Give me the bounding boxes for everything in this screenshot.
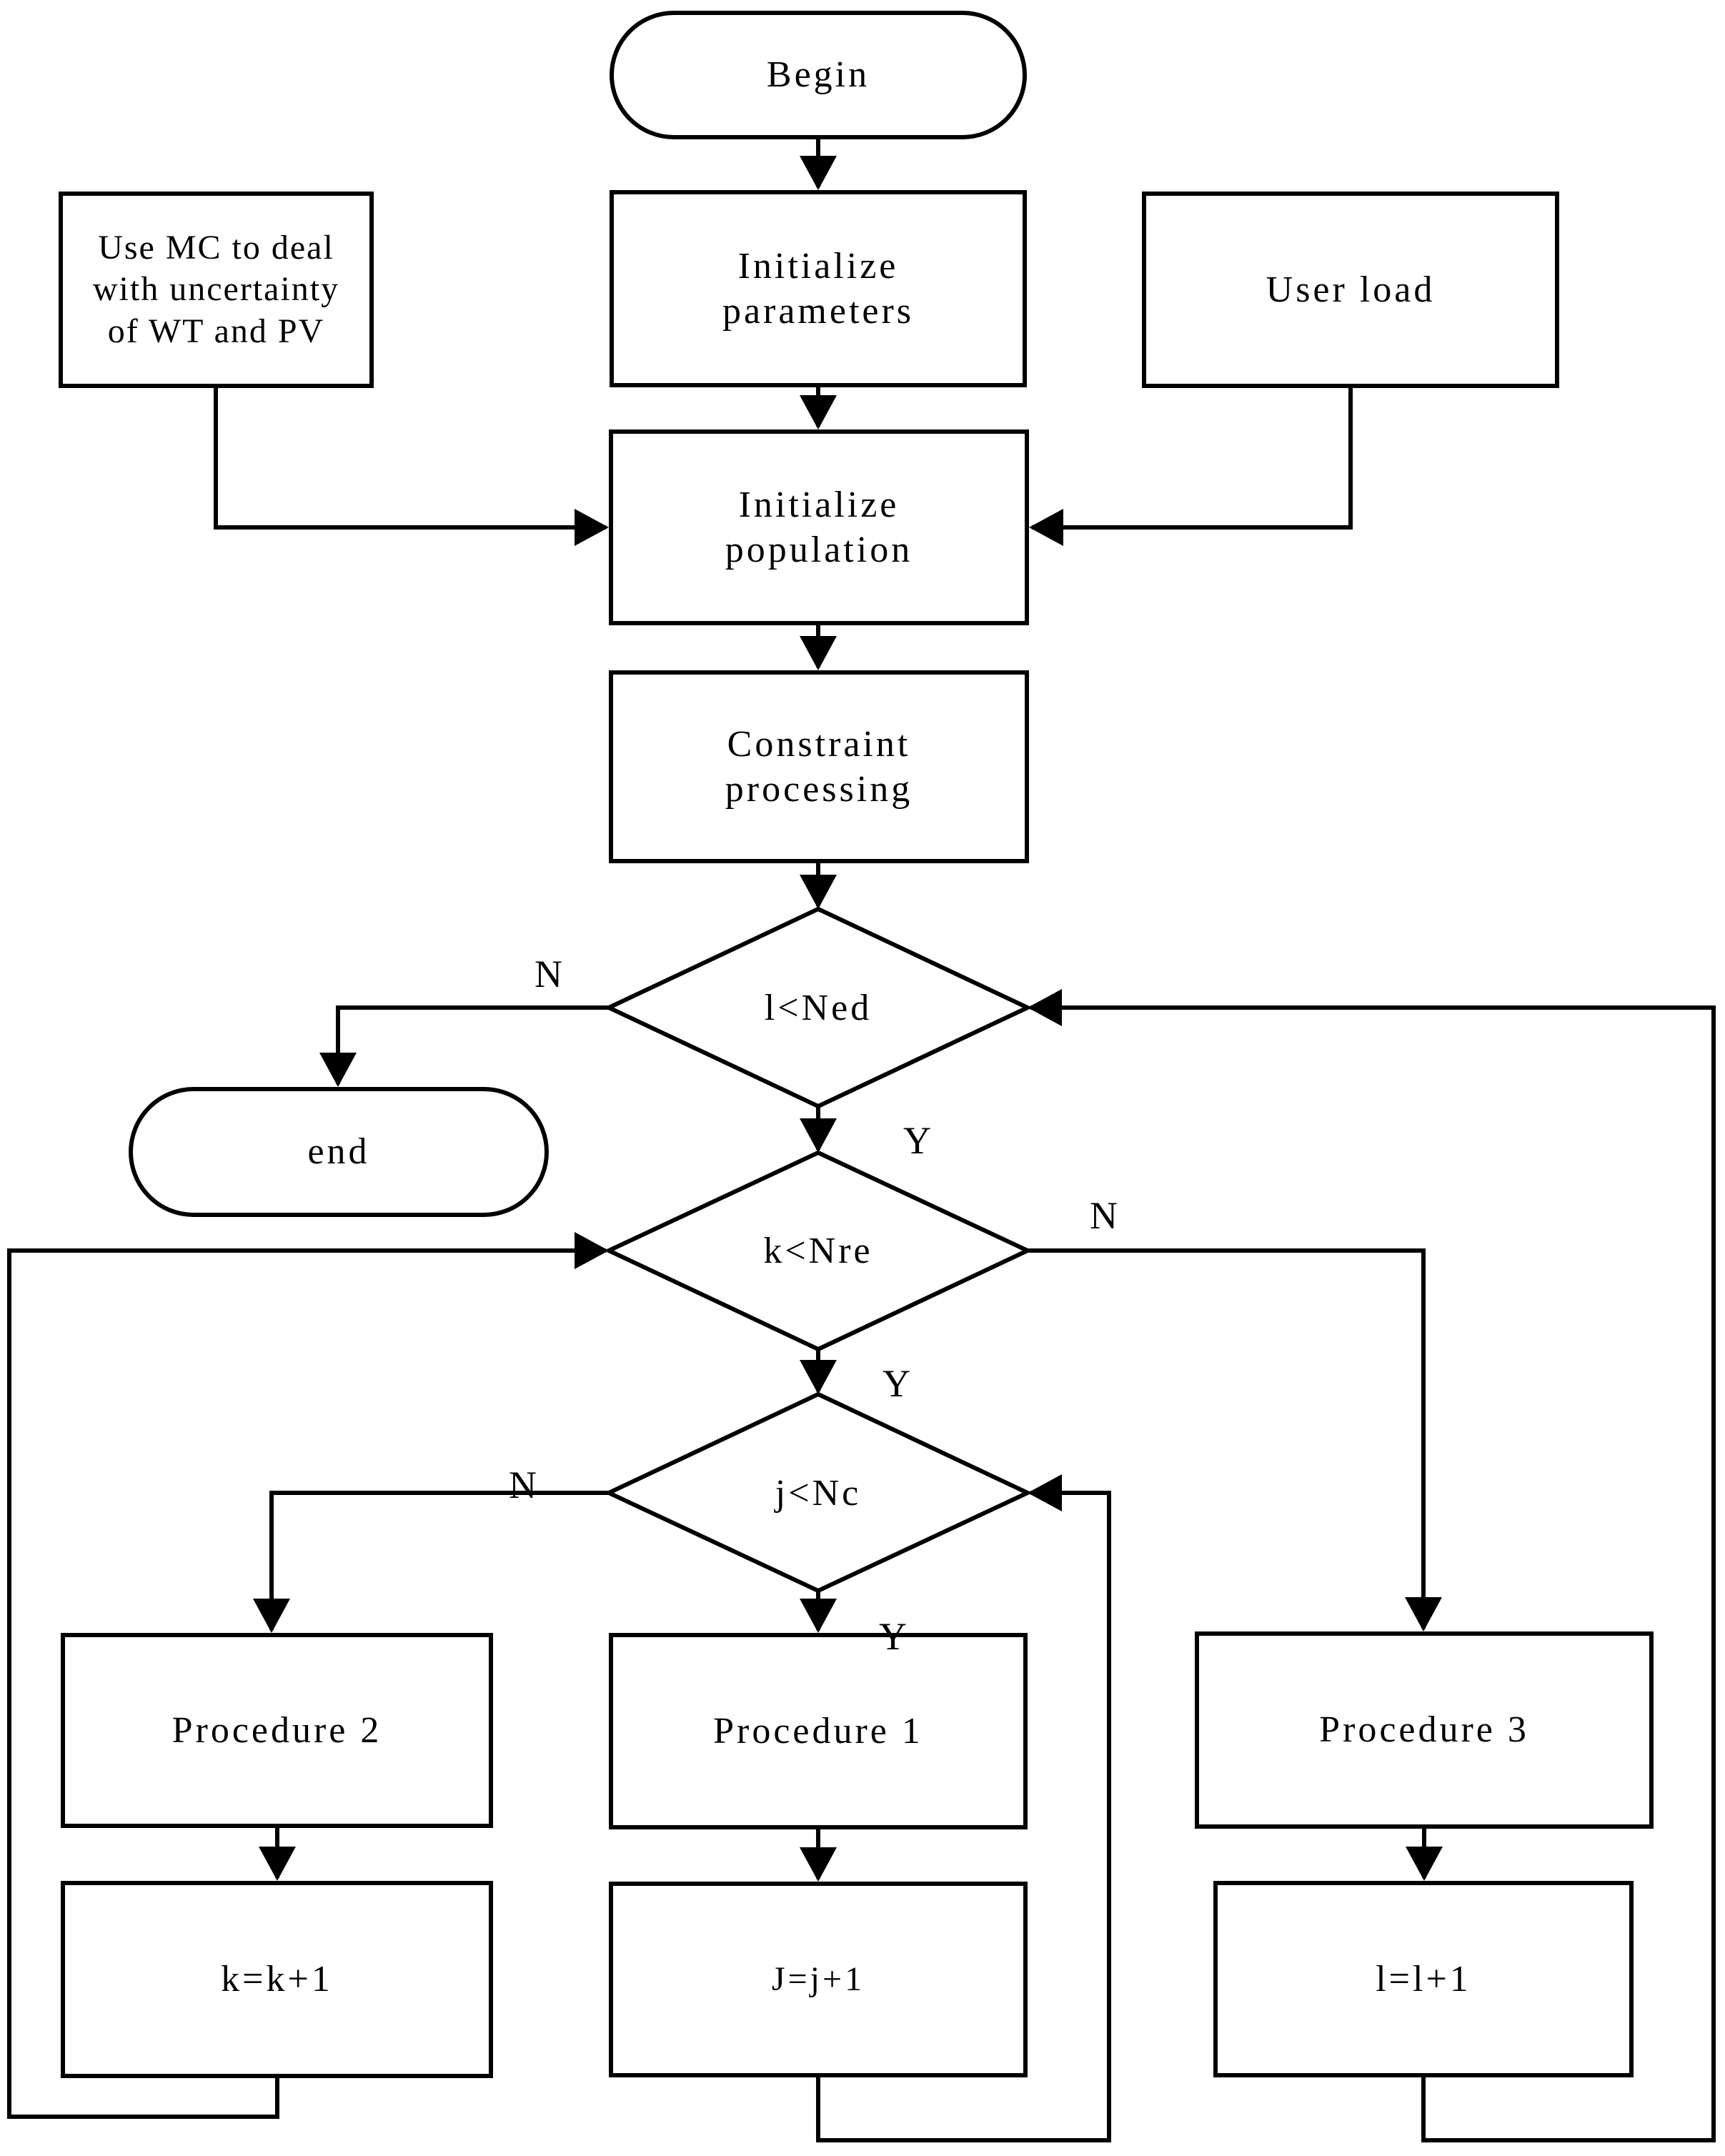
k-increment-label: k=k+1 xyxy=(221,1959,333,2000)
arrowhead-into-initpop-top xyxy=(800,395,837,429)
use-mc-label: Use MC to deal with uncertainty of WT an… xyxy=(92,228,340,350)
branch-label-k-yes: Y xyxy=(883,1361,910,1405)
connector-lloop-to-decision-l xyxy=(1030,1005,1716,2142)
k-increment-process: k=k+1 xyxy=(61,1881,493,2078)
decision-l-label: l<Ned xyxy=(764,987,873,1028)
procedure-3-process: Procedure 3 xyxy=(1195,1631,1654,1829)
j-increment-label: J=j+1 xyxy=(771,1959,865,1998)
decision-k-shape xyxy=(603,1150,1033,1352)
l-increment-process: l=l+1 xyxy=(1213,1881,1634,2077)
procedure-1-label: Procedure 1 xyxy=(713,1710,923,1752)
connector-decision-l-no-to-end xyxy=(336,1005,609,1084)
arrowhead-into-jincrement xyxy=(800,1847,837,1882)
initialize-population-process: Initialize population xyxy=(609,429,1029,625)
branch-label-j-yes: Y xyxy=(879,1614,907,1658)
begin-terminal: Begin xyxy=(610,11,1027,139)
arrowhead-into-initparams xyxy=(800,156,837,190)
procedure-2-label: Procedure 2 xyxy=(171,1709,382,1751)
end-label: end xyxy=(307,1131,370,1173)
arrowhead-into-initpop-right xyxy=(1029,509,1063,546)
initialize-parameters-label: Initialize parameters xyxy=(722,245,915,332)
arrowhead-into-decision-k-left xyxy=(575,1232,609,1269)
arrowhead-into-procedure3 xyxy=(1405,1597,1442,1631)
decision-l-shape xyxy=(603,906,1033,1109)
decision-j-label: j<Nc xyxy=(775,1472,862,1514)
procedure-3-label: Procedure 3 xyxy=(1319,1709,1529,1751)
arrowhead-into-kincrement xyxy=(259,1847,296,1881)
initialize-parameters-process: Initialize parameters xyxy=(610,190,1027,387)
end-terminal: end xyxy=(129,1087,549,1217)
initialize-population-label: Initialize population xyxy=(725,484,913,570)
arrowhead-into-decision-l xyxy=(800,875,837,909)
branch-label-l-no: N xyxy=(535,952,562,995)
use-mc-process: Use MC to deal with uncertainty of WT an… xyxy=(59,192,374,388)
decision-j-shape xyxy=(603,1391,1033,1594)
connector-decision-j-no-to-procedure2 xyxy=(269,1491,609,1630)
user-load-label: User load xyxy=(1266,269,1436,310)
connector-mc-to-initpop xyxy=(214,388,606,530)
begin-label: Begin xyxy=(766,54,870,96)
procedure-2-process: Procedure 2 xyxy=(61,1633,493,1828)
l-increment-label: l=l+1 xyxy=(1376,1958,1471,1999)
constraint-processing-process: Constraint processing xyxy=(609,670,1029,863)
arrowhead-into-constraint xyxy=(800,636,837,670)
arrowhead-into-decision-j-right xyxy=(1028,1474,1062,1511)
arrowhead-into-end xyxy=(319,1053,357,1087)
user-load-process: User load xyxy=(1142,192,1559,388)
arrowhead-into-decision-j-top xyxy=(800,1360,837,1394)
decision-k-label: k<Nre xyxy=(763,1230,873,1271)
constraint-processing-label: Constraint processing xyxy=(725,723,913,810)
procedure-1-process: Procedure 1 xyxy=(609,1633,1028,1829)
connector-kloop-to-decision-k xyxy=(7,1248,606,2119)
arrowhead-into-decision-k-top xyxy=(800,1118,837,1153)
branch-label-j-no: N xyxy=(509,1463,537,1506)
arrowhead-into-procedure2 xyxy=(253,1599,290,1633)
arrowhead-into-lincrement xyxy=(1406,1847,1443,1881)
arrowhead-into-decision-l-right xyxy=(1028,989,1062,1026)
j-increment-process: J=j+1 xyxy=(609,1882,1028,2077)
arrowhead-into-procedure1 xyxy=(800,1599,837,1633)
arrowhead-into-initpop-left xyxy=(575,509,609,546)
branch-label-l-yes: Y xyxy=(903,1118,931,1162)
branch-label-k-no: N xyxy=(1090,1193,1118,1237)
connector-userload-to-initpop xyxy=(1032,388,1353,530)
connector-decision-k-no-to-procedure3 xyxy=(1028,1248,1426,1629)
connector-jloop-to-decision-j xyxy=(816,1491,1111,2142)
